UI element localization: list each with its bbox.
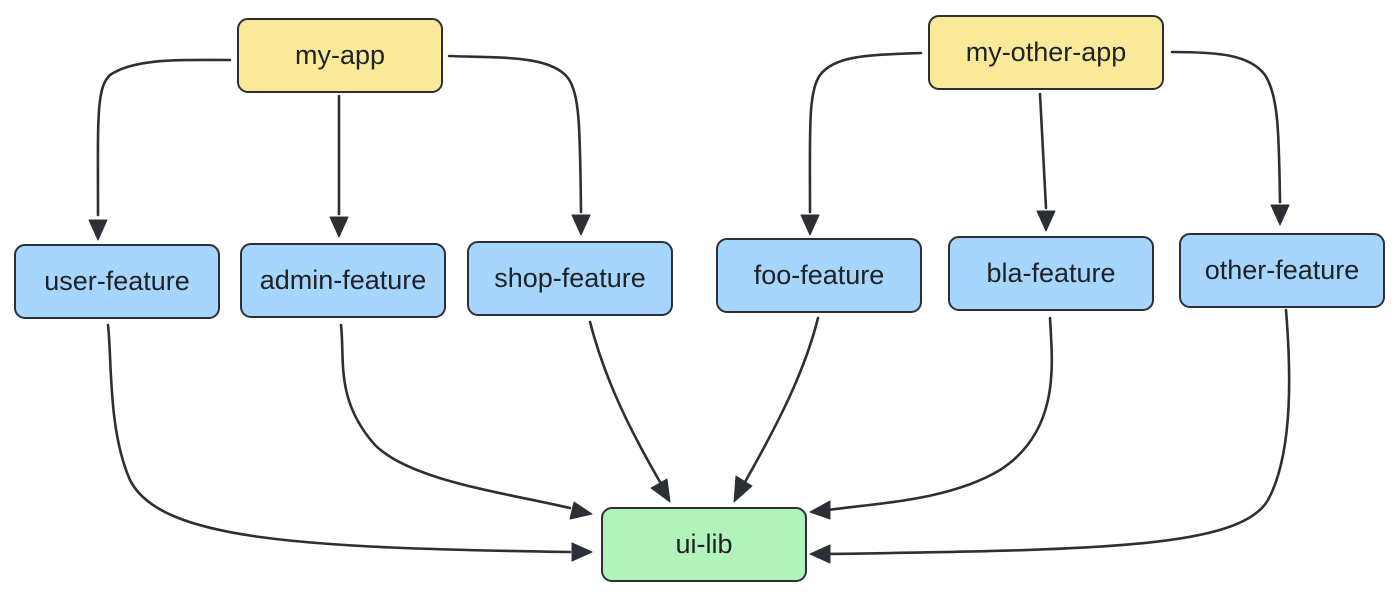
node-other-feature: other-feature bbox=[1179, 233, 1385, 308]
node-label: my-other-app bbox=[965, 37, 1127, 67]
node-bla-feature: bla-feature bbox=[948, 236, 1154, 311]
arrowhead-ui-lib-from-shop-feature bbox=[650, 478, 671, 503]
arrowhead-shop-feature bbox=[571, 214, 591, 236]
arrowhead-ui-lib-from-bla-feature bbox=[809, 500, 831, 520]
node-foo-feature: foo-feature bbox=[716, 238, 922, 313]
node-label: other-feature bbox=[1204, 255, 1360, 285]
arrowhead-user-feature bbox=[88, 219, 108, 241]
node-admin-feature: admin-feature bbox=[240, 243, 446, 318]
edge-my-app-to-user-feature bbox=[96, 58, 232, 217]
node-my-other-app: my-other-app bbox=[928, 15, 1164, 90]
arrowhead-ui-lib-from-other-feature bbox=[809, 544, 831, 564]
edge-admin-feature-to-ui-lib bbox=[339, 323, 572, 510]
node-label: shop-feature bbox=[494, 263, 646, 293]
edge-my-other-app-to-other-feature bbox=[1170, 50, 1282, 204]
arrowhead-ui-lib-from-foo-feature bbox=[733, 475, 753, 503]
node-ui-lib: ui-lib bbox=[601, 507, 807, 582]
arrowhead-bla-feature bbox=[1036, 210, 1056, 232]
node-label: foo-feature bbox=[753, 260, 885, 290]
edge-user-feature-to-ui-lib bbox=[106, 323, 572, 554]
arrowhead-ui-lib-from-user-feature bbox=[571, 542, 593, 562]
edge-my-other-app-to-bla-feature bbox=[1038, 92, 1048, 210]
node-user-feature: user-feature bbox=[14, 244, 220, 319]
node-label: user-feature bbox=[44, 266, 190, 296]
node-label: ui-lib bbox=[675, 529, 733, 559]
arrowhead-ui-lib-from-admin-feature bbox=[569, 501, 593, 520]
edge-other-feature-to-ui-lib bbox=[826, 308, 1291, 556]
edge-my-app-to-shop-feature bbox=[447, 54, 583, 214]
edge-shop-feature-to-ui-lib bbox=[588, 320, 662, 484]
arrowhead-admin-feature bbox=[329, 216, 349, 238]
edge-foo-feature-to-ui-lib bbox=[743, 316, 820, 484]
node-label: admin-feature bbox=[259, 265, 427, 295]
node-my-app: my-app bbox=[237, 18, 443, 93]
edge-my-other-app-to-foo-feature bbox=[808, 51, 923, 214]
edge-bla-feature-to-ui-lib bbox=[826, 316, 1054, 512]
node-label: bla-feature bbox=[986, 258, 1116, 288]
node-shop-feature: shop-feature bbox=[467, 241, 673, 316]
arrowhead-foo-feature bbox=[800, 214, 820, 236]
arrowhead-other-feature bbox=[1270, 204, 1290, 226]
node-label: my-app bbox=[294, 40, 386, 70]
